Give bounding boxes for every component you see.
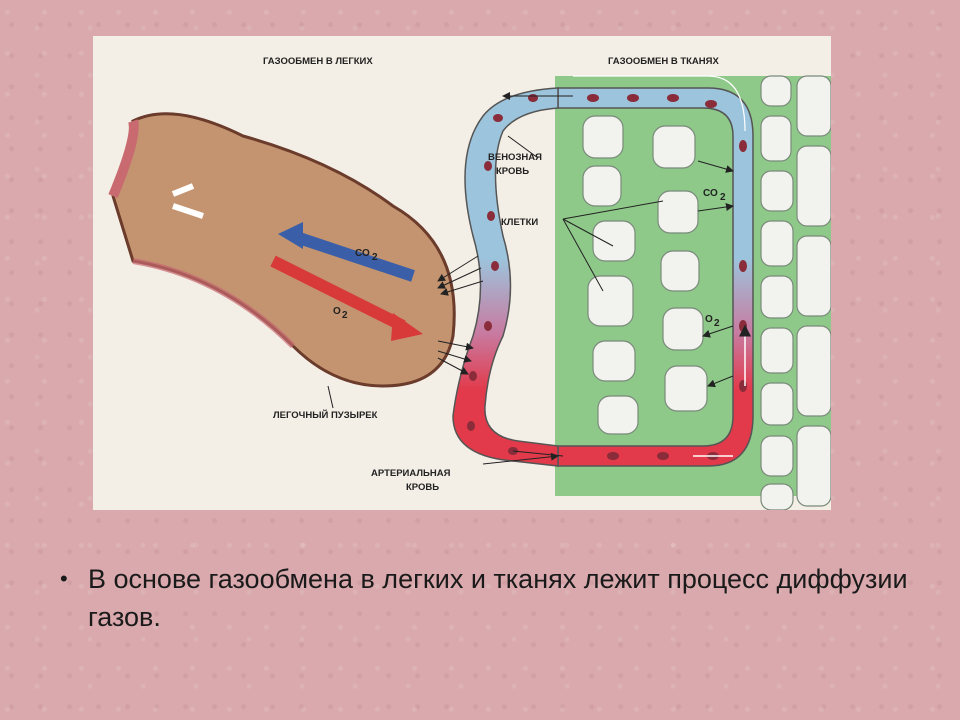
alveolus-leader (327, 385, 334, 409)
arterial-leader (482, 452, 559, 465)
svg-text:2: 2 (372, 252, 378, 263)
label-arterial-1: АРТЕРИАЛЬНАЯ (371, 468, 451, 479)
alveolus (111, 112, 456, 388)
label-venous-1: ВЕНОЗНАЯ (488, 152, 542, 163)
svg-text:О: О (705, 314, 713, 325)
o2-arrow (270, 255, 406, 332)
svg-text:2: 2 (342, 310, 348, 321)
label-lungs: ГАЗООБМЕН В ЛЕГКИХ (263, 56, 373, 67)
svg-text:2: 2 (714, 318, 720, 329)
svg-text:О: О (333, 306, 341, 317)
tissue-diffusion-arrows (697, 160, 734, 388)
lung-rbc (467, 94, 538, 455)
lung-diffusion-arrows (437, 255, 484, 375)
bullet-dot: • (60, 566, 68, 591)
gas-co2-lung: СО 2 (355, 248, 378, 263)
tissue-capillary (557, 87, 754, 467)
bullet-item: • В основе газообмена в легких и тканях … (60, 560, 920, 636)
venous-leader (507, 135, 539, 159)
label-cells: КЛЕТКИ (501, 217, 538, 228)
svg-text:2: 2 (720, 192, 726, 203)
gas-o2-lung: О 2 (333, 306, 348, 321)
gas-co2-tissue: СО 2 (703, 188, 726, 203)
label-tissues: ГАЗООБМЕН В ТКАНЯХ (608, 56, 719, 67)
label-alveolus: ЛЕГОЧНЫЙ ПУЗЫРЕК (273, 409, 378, 421)
gas-o2-tissue: О 2 (705, 314, 720, 329)
bullet-text: В основе газообмена в легких и тканях ле… (88, 564, 908, 632)
cells-leader (562, 218, 614, 247)
lung-capillary (452, 87, 559, 467)
label-arterial-2: КРОВЬ (406, 482, 439, 493)
svg-text:СО: СО (355, 248, 370, 259)
gas-exchange-diagram: ГАЗООБМЕН В ЛЕГКИХ ГАЗООБМЕН В ТКАНЯХ ВЕ… (93, 36, 831, 510)
air-arrow-in (172, 203, 204, 219)
label-venous-2: КРОВЬ (496, 166, 529, 177)
co2-arrow (291, 230, 415, 282)
tissue-cells (582, 75, 831, 510)
svg-text:СО: СО (703, 188, 718, 199)
diagram-svg: ГАЗООБМЕН В ЛЕГКИХ ГАЗООБМЕН В ТКАНЯХ ВЕ… (108, 56, 831, 510)
